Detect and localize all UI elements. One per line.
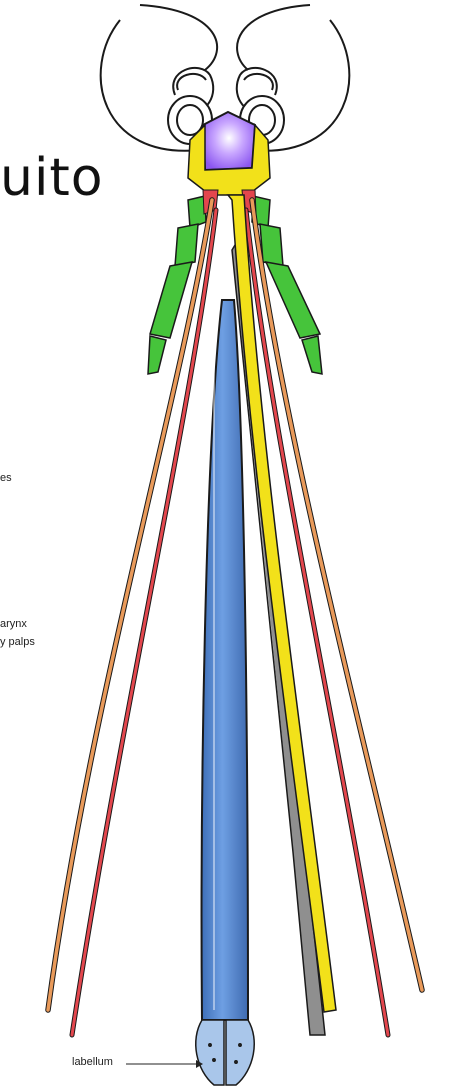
labellum: [196, 1020, 254, 1085]
clypeus: [203, 112, 255, 170]
right-antenna-curl: [237, 5, 310, 70]
left-antenna-curl: [140, 5, 217, 70]
label-arynx: arynx: [0, 618, 27, 630]
labium: [202, 300, 248, 1020]
label-labellum: labellum: [72, 1056, 113, 1068]
label-palps: y palps: [0, 636, 35, 648]
label-es: es: [0, 472, 12, 484]
